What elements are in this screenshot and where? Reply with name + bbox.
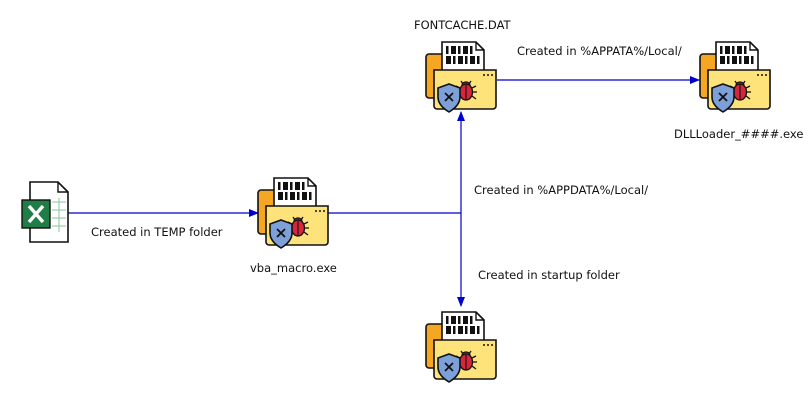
fontcache-malware-folder-icon [425, 41, 497, 113]
edge-label-appata-local: Created in %APPATA%/Local/ [517, 44, 682, 58]
edge-label-temp-folder: Created in TEMP folder [91, 225, 223, 239]
dllloader-label: DLLLoader_####.exe [674, 127, 804, 141]
dllloader-malware-folder-icon [699, 41, 771, 113]
excel-file-icon [20, 180, 70, 244]
edge-label-startup-folder: Created in startup folder [478, 268, 620, 282]
edge-label-appdata-local: Created in %APPDATA%/Local/ [474, 183, 649, 197]
fontcache-label: FONTCACHE.DAT [414, 18, 511, 32]
startup-malware-folder-icon [425, 311, 497, 383]
vba-macro-label: vba_macro.exe [250, 261, 337, 275]
vba-macro-malware-folder-icon [257, 177, 329, 249]
